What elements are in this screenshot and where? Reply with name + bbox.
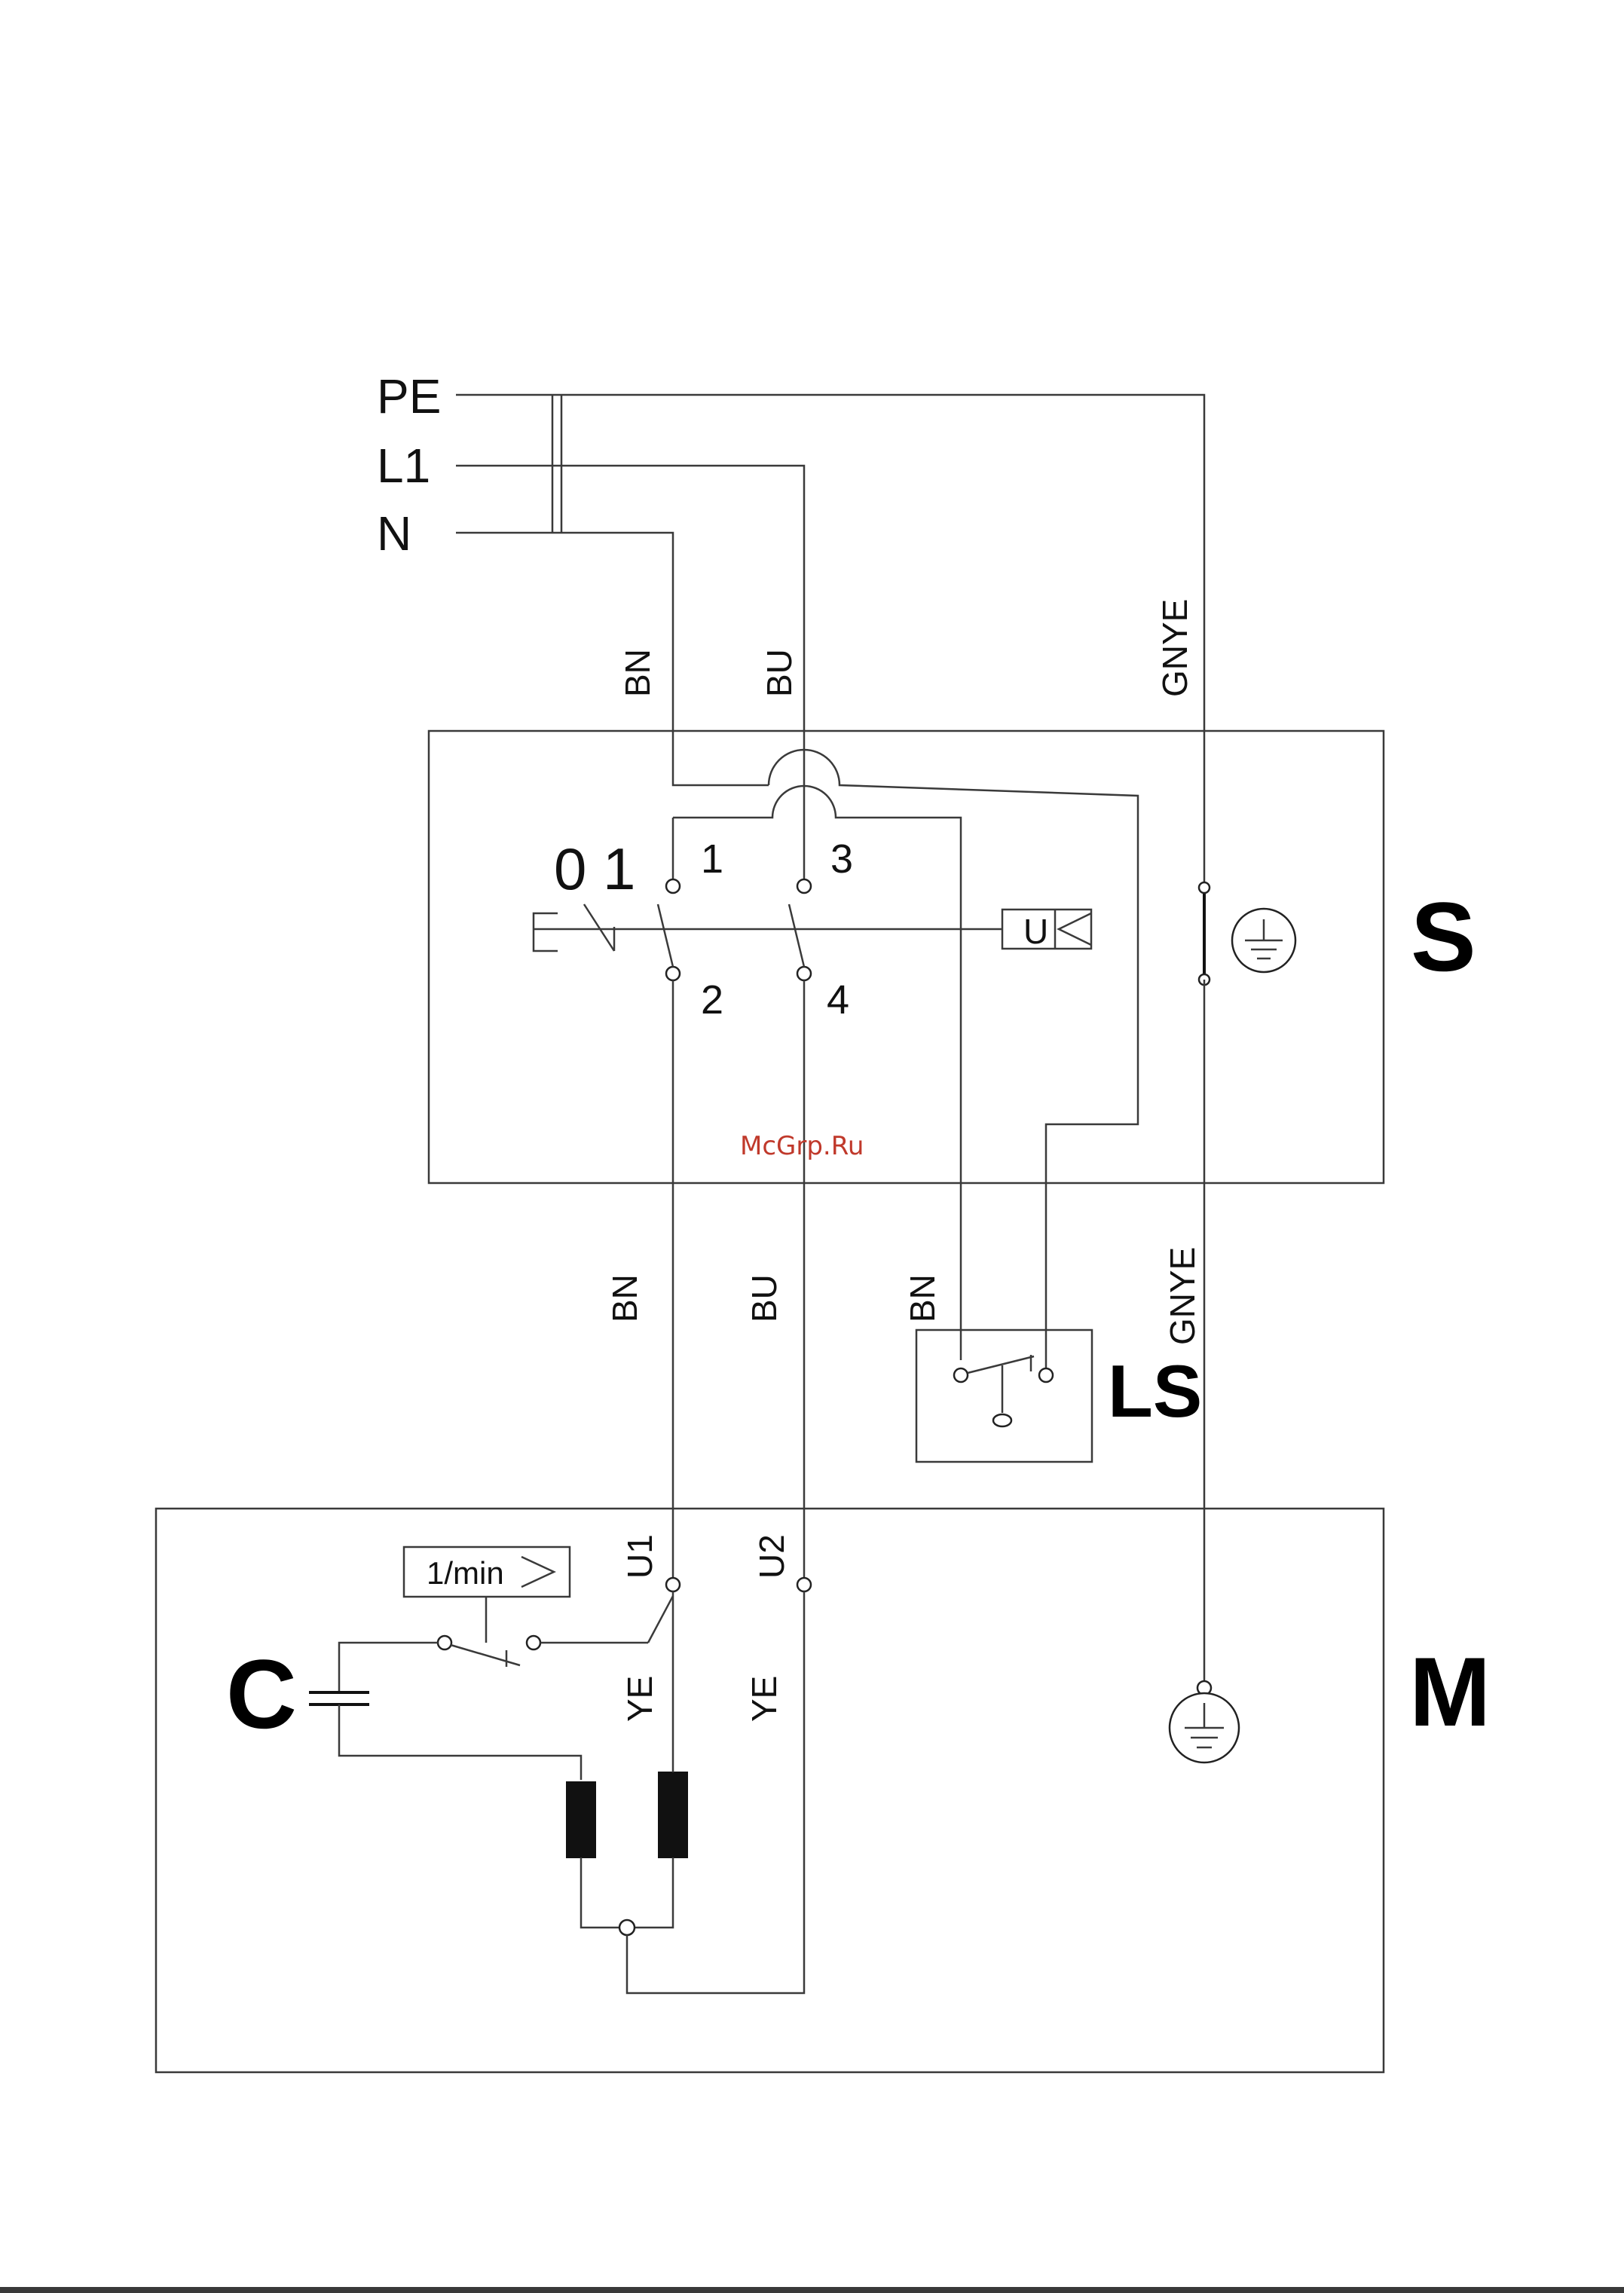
limit-switch-terminal — [1039, 1368, 1053, 1382]
color-code-gnye-mid: GNYE — [1163, 1247, 1202, 1345]
winding-junction — [619, 1920, 635, 1935]
main-winding — [659, 1772, 687, 1857]
switch-label: S — [1411, 882, 1476, 992]
contact-label-2: 2 — [701, 977, 723, 1023]
limit-switch-blade — [968, 1356, 1034, 1373]
limit-switch-terminal — [954, 1368, 968, 1382]
capacitor-label: C — [226, 1639, 297, 1749]
pe-busbar-end — [1199, 882, 1210, 893]
terminal-2 — [666, 967, 680, 980]
color-code-bu-mid: BU — [745, 1274, 784, 1322]
label-l1: L1 — [377, 439, 430, 493]
terminal-label-u1: U1 — [620, 1534, 659, 1579]
contact-label-4: 4 — [827, 977, 849, 1023]
switch-actuator — [534, 913, 558, 951]
terminal-u1 — [666, 1578, 680, 1591]
switch-blade-1 — [658, 904, 673, 967]
color-code-ye-right: YE — [745, 1676, 784, 1722]
speed-switch-label: 1/min — [427, 1555, 504, 1591]
limit-switch-label: LS — [1108, 1350, 1202, 1432]
limit-switch-enclosure — [916, 1330, 1092, 1462]
terminal-u2 — [797, 1578, 811, 1591]
wire-capacitor-bottom — [339, 1704, 581, 1780]
label-n: N — [377, 506, 411, 561]
wire-winding-return — [627, 1591, 804, 1993]
ground-icon — [1170, 1693, 1239, 1763]
speed-switch-blade — [451, 1645, 520, 1665]
terminal-label-u2: U2 — [752, 1534, 791, 1579]
terminal-4 — [797, 967, 811, 980]
switch-actuator-lever — [584, 904, 614, 951]
page-bottom-rule — [0, 2287, 1624, 2293]
limit-switch-roller — [993, 1414, 1011, 1426]
wire-capacitor-top — [339, 1643, 438, 1692]
label-pe: PE — [377, 369, 441, 423]
ground-icon — [1232, 909, 1295, 972]
contact-label-3: 3 — [830, 836, 853, 882]
contact-label-1: 1 — [701, 836, 723, 882]
switch-blade-2 — [789, 904, 804, 967]
auxiliary-winding — [567, 1782, 595, 1857]
wire-pe — [456, 395, 1204, 886]
undervoltage-symbol: U — [1023, 912, 1048, 951]
speed-switch-contact — [527, 1636, 540, 1649]
color-code-gnye: GNYE — [1155, 599, 1194, 697]
motor-enclosure — [156, 1509, 1384, 2072]
wire-capacitor-switch — [648, 1596, 673, 1643]
switch-positions: 0 1 — [554, 836, 635, 902]
wire-bn-jumper — [769, 750, 1138, 1383]
watermark: McGrp.Ru — [740, 1131, 864, 1161]
color-code-bn-ls: BN — [903, 1274, 942, 1322]
undervoltage-chevron — [1059, 913, 1091, 945]
color-code-bn: BN — [618, 649, 657, 697]
speed-switch-symbol — [521, 1557, 554, 1587]
color-code-bn-mid: BN — [605, 1274, 644, 1322]
terminal-1 — [666, 879, 680, 893]
terminal-3 — [797, 879, 811, 893]
color-code-bu: BU — [760, 649, 799, 697]
wire-winding-common — [581, 1857, 673, 1928]
speed-switch-contact — [438, 1636, 451, 1649]
color-code-ye-left: YE — [620, 1676, 659, 1722]
wire-n — [456, 533, 769, 785]
motor-label: M — [1409, 1637, 1491, 1747]
